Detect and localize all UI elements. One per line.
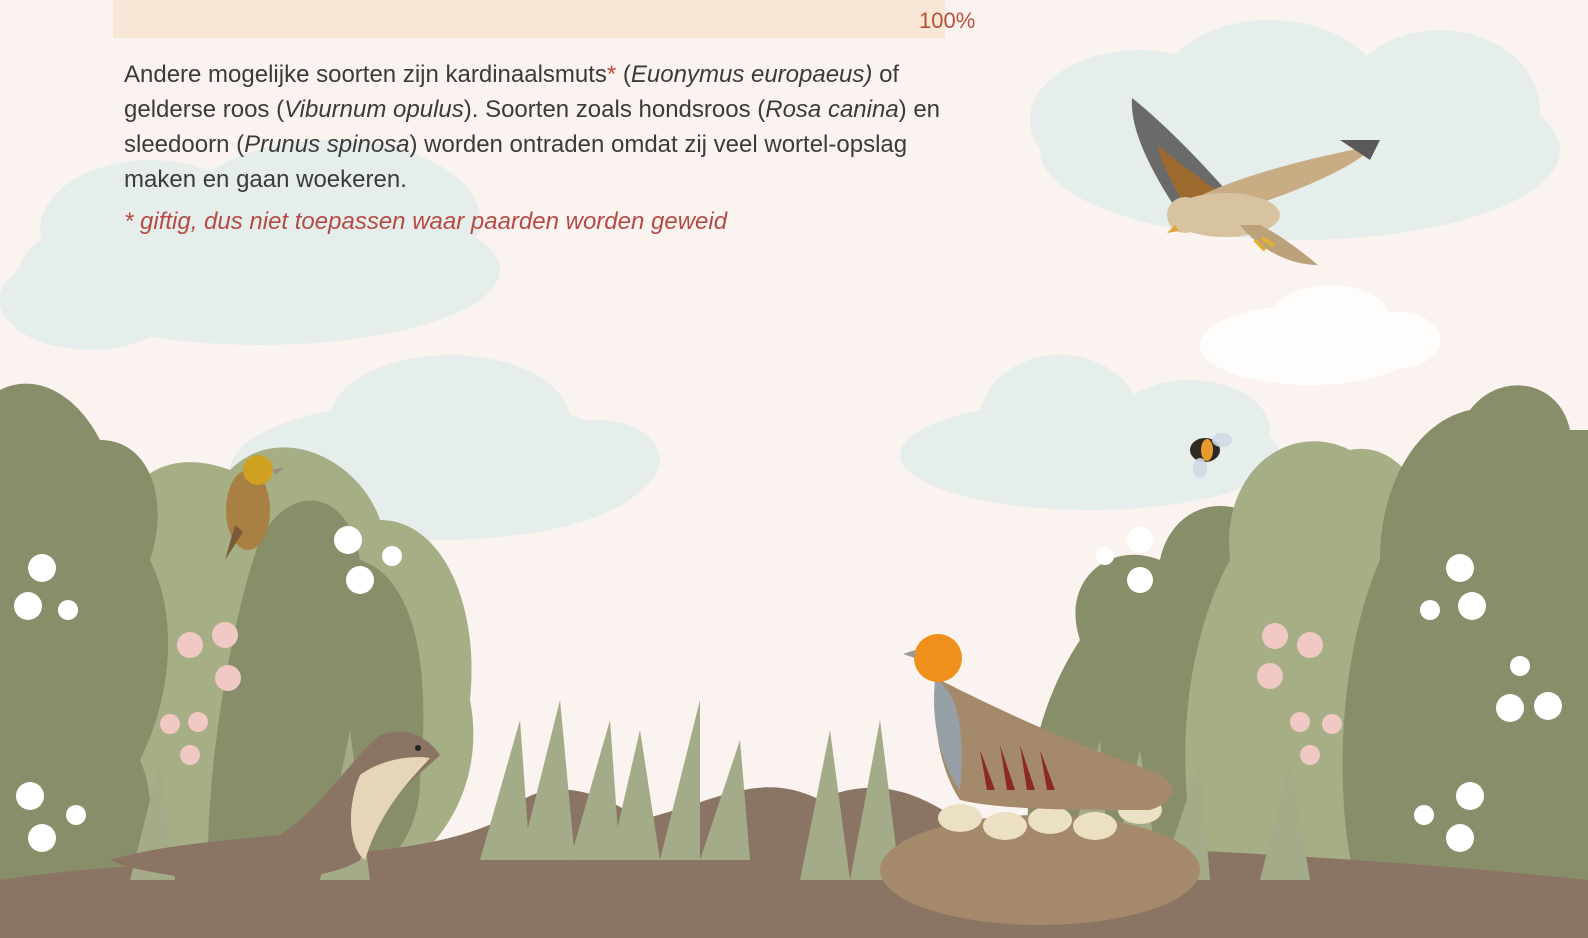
table-row: 100% [113, 0, 975, 38]
partridge-illustration [880, 634, 1200, 925]
cloud-white [1200, 285, 1440, 385]
ground [0, 787, 1588, 938]
sentence-1b: ( [616, 61, 631, 88]
sentence-1f: ) worden ontraden omdat zij veel wortel-… [124, 131, 908, 193]
right-hedge [1027, 385, 1588, 900]
sentence-1c: of gelderse roos ( [124, 61, 900, 123]
species-rosa: Rosa canina [765, 96, 899, 123]
kestrel-illustration [1131, 98, 1380, 265]
stoat-illustration [110, 731, 440, 882]
species-prunus: Prunus spinosa [244, 131, 410, 158]
species-viburnum: Viburnum opulus [284, 96, 464, 123]
species-euonymus: Euonymus europaeus) [630, 61, 873, 88]
toxicity-note: * giftig, dus niet toepassen waar paarde… [124, 208, 728, 235]
toxic-asterisk: * [606, 61, 617, 88]
cloud-center-right [900, 355, 1280, 510]
yellowhammer-illustration [225, 455, 284, 560]
bumblebee-illustration [1190, 433, 1232, 478]
cloud-left [0, 140, 500, 350]
partridge-feather-marks [980, 745, 1055, 790]
cloud-top-right [1030, 20, 1560, 240]
sentence-1a: Andere mogelijke soorten zijn kardinaals… [124, 61, 607, 88]
sentence-1e: ) en sleedoorn ( [124, 96, 941, 158]
sentence-1d: ). Soorten zoals hondsroos ( [463, 96, 766, 123]
description-text: Andere mogelijke soorten zijn kardinaals… [124, 57, 954, 197]
white-flowers [14, 526, 1562, 852]
pink-flowers [160, 622, 1342, 765]
percentage-value: 100% [919, 8, 976, 33]
